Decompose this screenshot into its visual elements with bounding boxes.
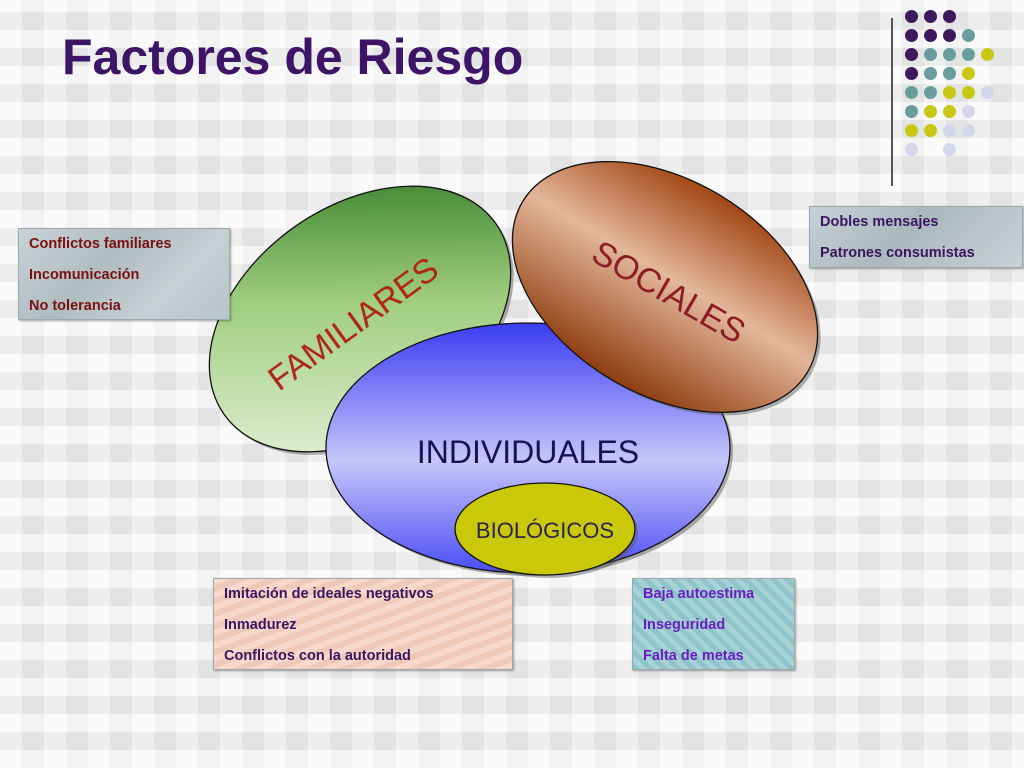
factor-item: Falta de metas [643, 648, 744, 664]
familiares-factors-box: Conflictos familiares Incomunicación No … [18, 228, 230, 320]
decoration-dot [924, 67, 937, 80]
decoration-dot [924, 10, 937, 23]
decoration-dot [962, 48, 975, 61]
factor-item: Conflictos con la autoridad [224, 648, 411, 664]
decoration-dot [905, 67, 918, 80]
page-title: Factores de Riesgo [62, 29, 524, 85]
decoration-dot [924, 29, 937, 42]
biologicos-label: BIOLÓGICOS [476, 518, 614, 543]
decoration-dot [943, 124, 956, 137]
factor-item: No tolerancia [29, 298, 121, 314]
factor-item: Conflictos familiares [29, 236, 172, 252]
decoration-dot [905, 48, 918, 61]
divider-line [891, 18, 893, 186]
factor-item: Patrones consumistas [820, 245, 975, 261]
decoration-dot [905, 86, 918, 99]
decoration-dot [943, 67, 956, 80]
factor-item: Inmadurez [224, 617, 297, 633]
biologicos-factors-box: Baja autoestima Inseguridad Falta de met… [632, 578, 795, 670]
decoration-dot [981, 86, 994, 99]
decoration-dot [962, 67, 975, 80]
decoration-dot [924, 124, 937, 137]
decoration-dot [981, 48, 994, 61]
decoration-dot [943, 86, 956, 99]
decoration-dot [924, 86, 937, 99]
decoration-dot [943, 143, 956, 156]
decoration-dot [962, 86, 975, 99]
decoration-dot [905, 124, 918, 137]
decoration-dot [924, 48, 937, 61]
decoration-dot [943, 48, 956, 61]
factor-item: Imitación de ideales negativos [224, 586, 434, 602]
individuales-label: INDIVIDUALES [417, 434, 639, 470]
decoration-dot [962, 105, 975, 118]
sociales-factors-box: Dobles mensajes Patrones consumistas [809, 206, 1023, 268]
decoration-dot [943, 10, 956, 23]
decoration-dot [924, 105, 937, 118]
decoration-dot [943, 29, 956, 42]
decoration-dot [962, 29, 975, 42]
decoration-dot [905, 105, 918, 118]
factor-item: Baja autoestima [643, 586, 755, 602]
decoration-dot [962, 124, 975, 137]
decoration-dot [905, 143, 918, 156]
decoration-dot [905, 29, 918, 42]
decoration-dot [943, 105, 956, 118]
factor-item: Dobles mensajes [820, 214, 939, 230]
sociales-ellipse [511, 160, 821, 416]
decoration-dot [905, 10, 918, 23]
factor-item: Incomunicación [29, 267, 140, 283]
biologicos-ellipse [454, 482, 638, 578]
individuales-factors-box: Imitación de ideales negativos Inmadurez… [213, 578, 513, 670]
factor-item: Inseguridad [643, 617, 726, 633]
